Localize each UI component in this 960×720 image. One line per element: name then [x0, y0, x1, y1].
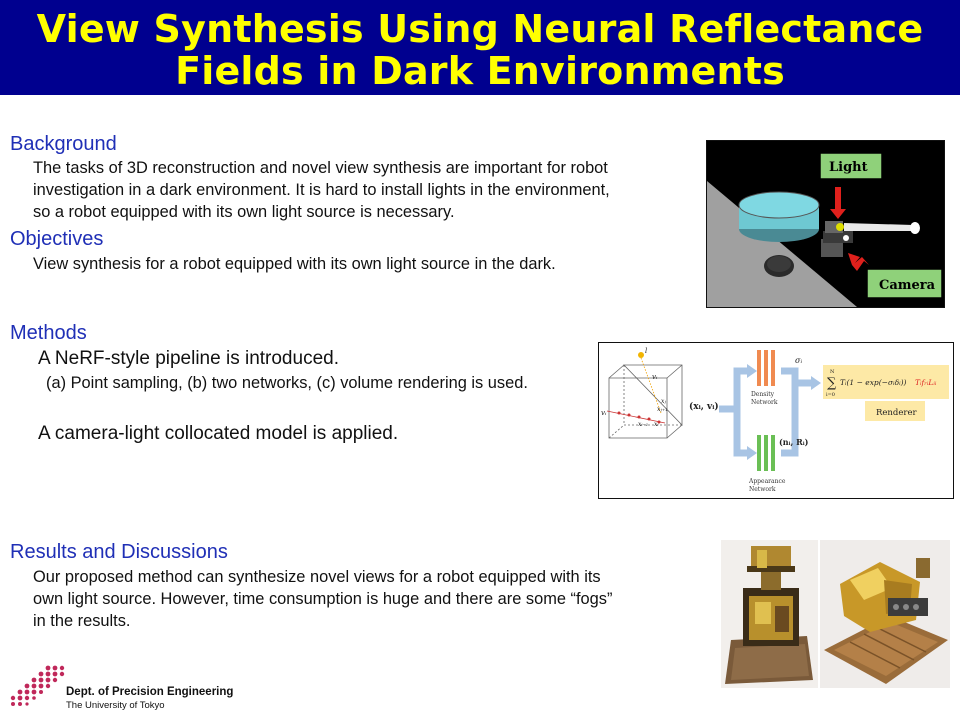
methods-heading: Methods	[10, 322, 87, 344]
result-image-1	[721, 540, 818, 688]
results-heading: Results and Discussions	[10, 541, 228, 563]
light-label: Light	[829, 160, 868, 175]
sum-symbol: ∑	[827, 376, 837, 391]
title-line-1: View Synthesis Using Neural Reflectance	[36, 7, 924, 51]
methods-line-3: A camera-light collocated model is appli…	[38, 423, 399, 444]
methods-line-1: A NeRF-style pipeline is introduced.	[38, 348, 339, 369]
x-i-minus-label: xᵢ₋₁	[638, 421, 648, 428]
robot-illustration: Light Camera	[707, 141, 944, 307]
title-banner: View Synthesis Using Neural Reflectance …	[0, 0, 960, 95]
result-image-2	[820, 540, 950, 688]
logo-university-name: The University of Tokyo	[66, 700, 165, 711]
density-label-2: Network	[751, 399, 778, 406]
v-i-label: vᵢ	[652, 373, 658, 381]
objectives-heading: Objectives	[10, 228, 104, 250]
appearance-label-2: Network	[749, 486, 776, 493]
x-i-label: xᵢ	[654, 421, 659, 428]
v-i-left-label: vᵢ	[601, 409, 607, 417]
title-line-2: Fields in Dark Environments	[175, 49, 785, 93]
formula-red-text: TᵢfᵣᵢLᵢᵢ	[915, 378, 937, 387]
background-line-3: so a robot equipped with its own light s…	[33, 203, 455, 221]
robot-figure: Light Camera	[706, 140, 945, 308]
result-render-2	[820, 540, 950, 688]
light-l-label: l	[645, 347, 647, 355]
n-r-label: (nᵢ, Rᵢ)	[779, 437, 809, 447]
x-j-label: xⱼ	[661, 398, 666, 405]
results-line-3: in the results.	[33, 612, 131, 630]
page-title: View Synthesis Using Neural Reflectance …	[0, 0, 960, 92]
methods-line-2: (a) Point sampling, (b) two networks, (c…	[46, 374, 528, 392]
objectives-text: View synthesis for a robot equipped with…	[33, 255, 556, 273]
density-label-1: Density	[751, 391, 775, 398]
sum-bottom: i=0	[826, 392, 835, 398]
pipeline-diagram: l vᵢ vᵢ xᵢ₋₁ xᵢ xⱼ xⱼ₊₁ (xᵢ, vᵢ) Density…	[601, 347, 949, 493]
university-logo	[8, 662, 68, 712]
camera-label: Camera	[879, 278, 936, 293]
formula-text: Tᵢ(1 − exp(−σᵢδᵢ))	[840, 378, 907, 387]
background-line-1: The tasks of 3D reconstruction and novel…	[33, 159, 608, 177]
logo-dots-icon	[10, 665, 65, 706]
sigma-label: σᵢ	[795, 356, 802, 365]
pipeline-figure: l vᵢ vᵢ xᵢ₋₁ xᵢ xⱼ xⱼ₊₁ (xᵢ, vᵢ) Density…	[598, 342, 954, 499]
sum-top: N	[830, 369, 835, 375]
results-line-1: Our proposed method can synthesize novel…	[33, 568, 601, 586]
results-line-2: own light source. However, time consumpt…	[33, 590, 613, 608]
renderer-label: Renderer	[876, 408, 917, 418]
logo-dept-name: Dept. of Precision Engineering	[66, 686, 234, 698]
input-label: (xᵢ, vᵢ)	[689, 401, 719, 412]
appearance-label-1: Appearance	[748, 478, 786, 485]
background-line-2: investigation in a dark environment. It …	[33, 181, 610, 199]
x-j-plus-label: xⱼ₊₁	[657, 406, 668, 413]
background-heading: Background	[10, 133, 117, 155]
result-render-1	[721, 540, 818, 688]
